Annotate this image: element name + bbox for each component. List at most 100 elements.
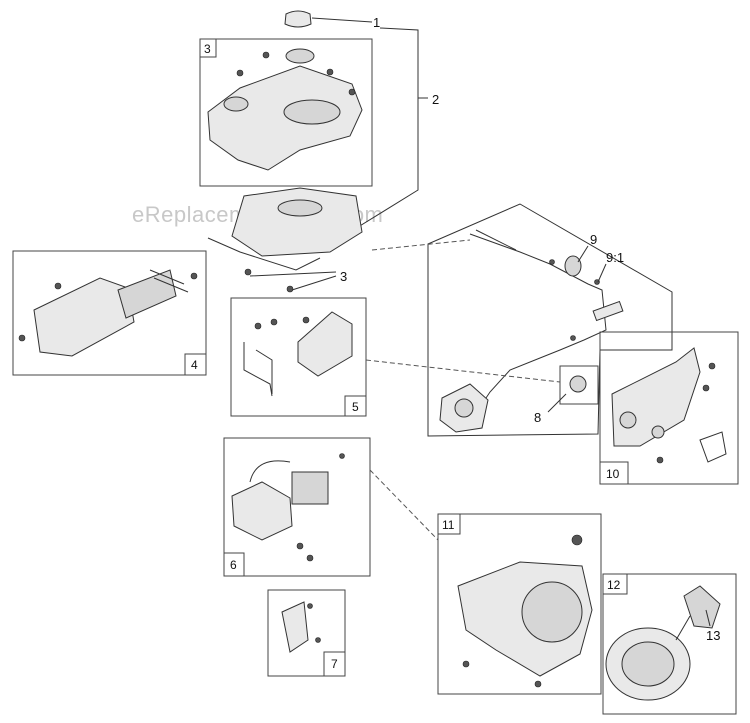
fuel-line-carburetor-group — [427, 203, 673, 437]
connector-line — [365, 359, 561, 383]
fuel-tank — [207, 187, 363, 293]
screw-icon — [262, 51, 270, 59]
group-11-blower-housing: 11 — [437, 513, 602, 695]
screw-icon — [190, 272, 198, 280]
screw-icon — [708, 362, 716, 370]
group-12-number: 12 — [607, 578, 621, 592]
group-3-frame — [199, 38, 373, 187]
group-3-number-box — [199, 38, 217, 58]
control-knob — [651, 425, 665, 439]
callout-13: 13 — [706, 628, 720, 643]
small-bracket-plate — [281, 601, 309, 653]
group-6-frame — [223, 437, 371, 577]
group-11-number-box — [437, 513, 461, 535]
group-10-number-box — [599, 461, 629, 485]
group-11-number: 11 — [442, 518, 455, 532]
leader-line-1 — [311, 17, 373, 23]
fuel-hose-section — [592, 300, 624, 322]
screw-icon — [339, 453, 345, 459]
group-5-number: 5 — [352, 400, 359, 414]
group-7-small-bracket: 7 — [267, 589, 346, 677]
group-10-frame — [599, 331, 739, 485]
leader-line-9 — [577, 245, 589, 263]
starter-knob-icon — [571, 534, 583, 546]
recoil-starter-handle — [683, 585, 721, 629]
screw-icon — [315, 637, 321, 643]
callout-9: 9 — [590, 232, 597, 247]
recoil-starter-grille — [621, 641, 675, 687]
fuel-tank-body — [231, 187, 363, 257]
leader-line-13 — [705, 609, 711, 627]
fuel-hose — [469, 233, 607, 411]
leader-line-2 — [349, 27, 419, 233]
muffler-shield-plate — [33, 277, 135, 357]
clamp-icon — [549, 259, 555, 265]
screw-icon — [534, 680, 542, 688]
group-11-frame — [437, 513, 602, 695]
group-4-frame — [12, 250, 207, 376]
group-3-number: 3 — [204, 42, 211, 56]
screw-icon — [702, 384, 710, 392]
bracket-plate — [297, 311, 353, 377]
connector-line — [369, 469, 439, 541]
group-7-number: 7 — [331, 657, 338, 671]
callout-8: 8 — [534, 410, 541, 425]
callout-3: 3 — [340, 269, 347, 284]
fuel-tank-neck — [277, 199, 323, 217]
screw-icon — [462, 660, 470, 668]
tank-cover-opening — [283, 99, 341, 125]
screw-icon — [54, 282, 62, 290]
screw-icon — [656, 456, 664, 464]
group-4-number-box — [184, 353, 207, 376]
group-4-number: 4 — [191, 358, 198, 372]
group-3-fuel-tank-cover: 3 — [199, 38, 373, 187]
screw-icon — [296, 542, 304, 550]
blower-housing-fan-ring — [521, 581, 583, 643]
leader-line-8 — [547, 393, 567, 413]
fuel-cap-body — [284, 10, 312, 28]
group-6-number-box — [223, 552, 245, 577]
filler-neck-ring — [285, 48, 315, 64]
screw-icon — [244, 268, 252, 276]
leader-line-9-1 — [597, 263, 607, 283]
bracket-rod — [243, 342, 273, 397]
group-5-frame — [230, 297, 367, 417]
fuel-hose-top — [475, 229, 517, 251]
group-7-frame — [267, 589, 346, 677]
starter-wire — [249, 460, 291, 483]
fuel-filter — [564, 255, 582, 277]
group-12-frame — [602, 573, 737, 715]
control-bracket — [699, 431, 727, 463]
callout-2: 2 — [432, 92, 439, 107]
carburetor-bowl — [454, 398, 474, 418]
recoil-starter-rope — [675, 615, 691, 641]
muffler-shield-guard — [117, 269, 177, 319]
screw-icon — [270, 318, 278, 326]
screw-icon — [307, 603, 313, 609]
group-5-bracket: 5 — [230, 297, 367, 417]
leader-line-3 — [249, 271, 337, 291]
screw-icon — [326, 68, 334, 76]
fuel-tank-strap — [207, 237, 321, 271]
screw-icon — [302, 316, 310, 324]
screw-icon — [254, 322, 262, 330]
fuel-valve — [569, 375, 587, 393]
clamp-icon — [570, 335, 576, 341]
group-4-muffler-shield: 4 — [12, 250, 207, 376]
group-12-recoil-starter: 12 — [602, 573, 737, 715]
screw-icon — [286, 285, 294, 293]
tank-cover-hole — [223, 96, 249, 112]
callout-9-1: 9:1 — [606, 250, 624, 265]
callout-1: 1 — [373, 15, 380, 30]
screw-icon — [236, 69, 244, 77]
solenoid — [291, 471, 329, 505]
group-10-control-panel: 10 — [599, 331, 739, 485]
group-10-number: 10 — [606, 467, 620, 481]
fuel-valve-box — [559, 365, 599, 405]
group-6-starter: 6 — [223, 437, 371, 577]
group-5-number-box — [344, 395, 367, 417]
screw-icon — [348, 88, 356, 96]
screw-icon — [306, 554, 314, 562]
group-7-number-box — [323, 651, 346, 677]
